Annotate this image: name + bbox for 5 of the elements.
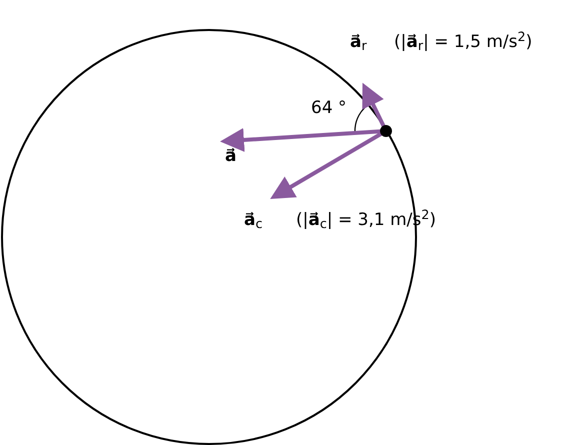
vector-label: a⃗ [225,148,236,165]
vector-label: 64 ° [311,100,347,117]
vector-label: a⃗$_{c}$ [244,212,262,229]
vector-label: a⃗$_{r}$ [350,34,367,51]
vector-label: (|a⃗$_{r}$| = 1,5 m/s$^{2}$) [394,34,532,51]
